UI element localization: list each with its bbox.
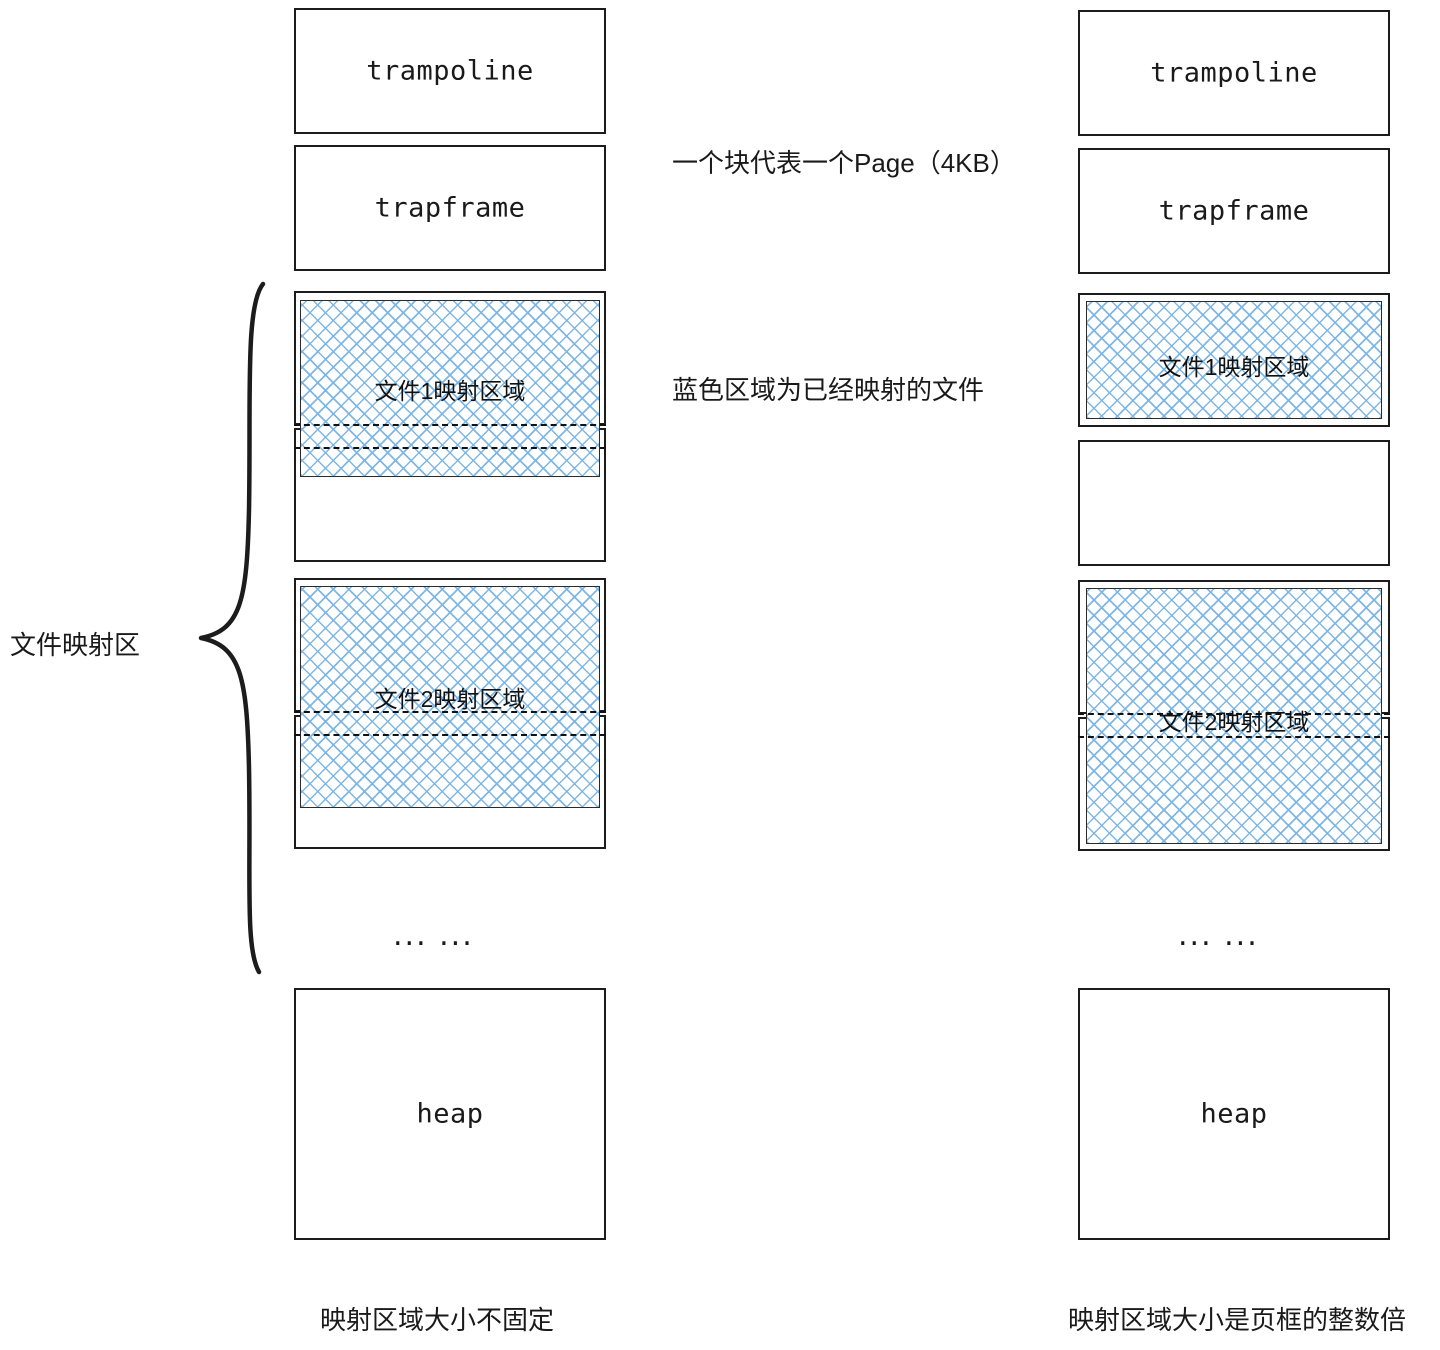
right-page-box-heap: heap xyxy=(1078,988,1390,1240)
right-trapframe-label: trapframe xyxy=(1158,195,1310,227)
right-file2-mapped-region: 文件2映射区域 xyxy=(1086,588,1382,844)
left-column-caption: 映射区域大小不固定 xyxy=(320,1305,555,1335)
left-trapframe-label: trapframe xyxy=(374,192,526,224)
right-page-box-4 xyxy=(1078,440,1390,566)
right-page-boundary-dash-2 xyxy=(1078,736,1390,738)
left-page-boundary-dash-4 xyxy=(294,734,606,736)
right-trampoline-label: trampoline xyxy=(1150,57,1318,89)
left-page-box-heap: heap xyxy=(294,988,606,1240)
left-file2-mapped-region: 文件2映射区域 xyxy=(300,586,600,808)
left-page-box-trampoline: trampoline xyxy=(294,8,606,134)
left-trampoline-label: trampoline xyxy=(366,55,534,87)
page-size-note: 一个块代表一个Page（4KB） xyxy=(672,148,1016,178)
left-page-boundary-dash-3 xyxy=(294,711,606,713)
right-column-caption: 映射区域大小是页框的整数倍 xyxy=(1068,1305,1407,1335)
blue-legend-note: 蓝色区域为已经映射的文件 xyxy=(672,375,985,405)
left-ellipsis: ... ... xyxy=(393,918,474,953)
right-page-boundary-dash-1 xyxy=(1078,713,1390,715)
left-file1-mapped-region: 文件1映射区域 xyxy=(300,300,600,477)
right-ellipsis: ... ... xyxy=(1178,918,1259,953)
left-file2-label: 文件2映射区域 xyxy=(374,686,526,712)
right-file1-label: 文件1映射区域 xyxy=(1158,354,1310,380)
right-page-box-trampoline: trampoline xyxy=(1078,10,1390,136)
right-file2-label: 文件2映射区域 xyxy=(1158,709,1310,735)
left-file1-label: 文件1映射区域 xyxy=(374,378,526,404)
left-page-boundary-dash-2 xyxy=(294,447,606,449)
right-heap-label: heap xyxy=(1200,1098,1268,1130)
left-heap-label: heap xyxy=(416,1098,484,1130)
left-page-boundary-dash-1 xyxy=(294,424,606,426)
file-mapping-brace xyxy=(185,280,275,980)
file-mapping-region-label: 文件映射区 xyxy=(10,630,141,660)
right-file1-mapped-region: 文件1映射区域 xyxy=(1086,301,1382,419)
left-page-box-trapframe: trapframe xyxy=(294,145,606,271)
right-page-box-trapframe: trapframe xyxy=(1078,148,1390,274)
